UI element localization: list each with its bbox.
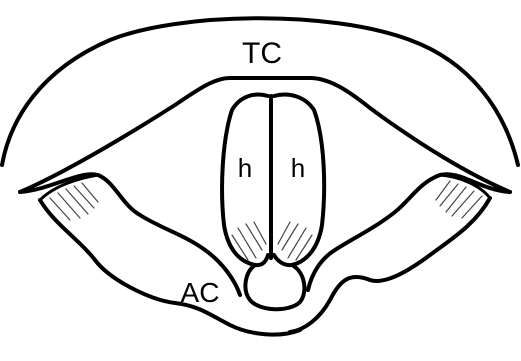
right-lateral-outline bbox=[308, 174, 510, 290]
label-h-right: h bbox=[291, 153, 305, 183]
label-tc: TC bbox=[242, 37, 282, 70]
label-h-left: h bbox=[238, 153, 252, 183]
label-ac: AC bbox=[181, 277, 220, 308]
lower-ring-outline bbox=[245, 265, 304, 309]
left-lower-outline bbox=[40, 200, 300, 335]
